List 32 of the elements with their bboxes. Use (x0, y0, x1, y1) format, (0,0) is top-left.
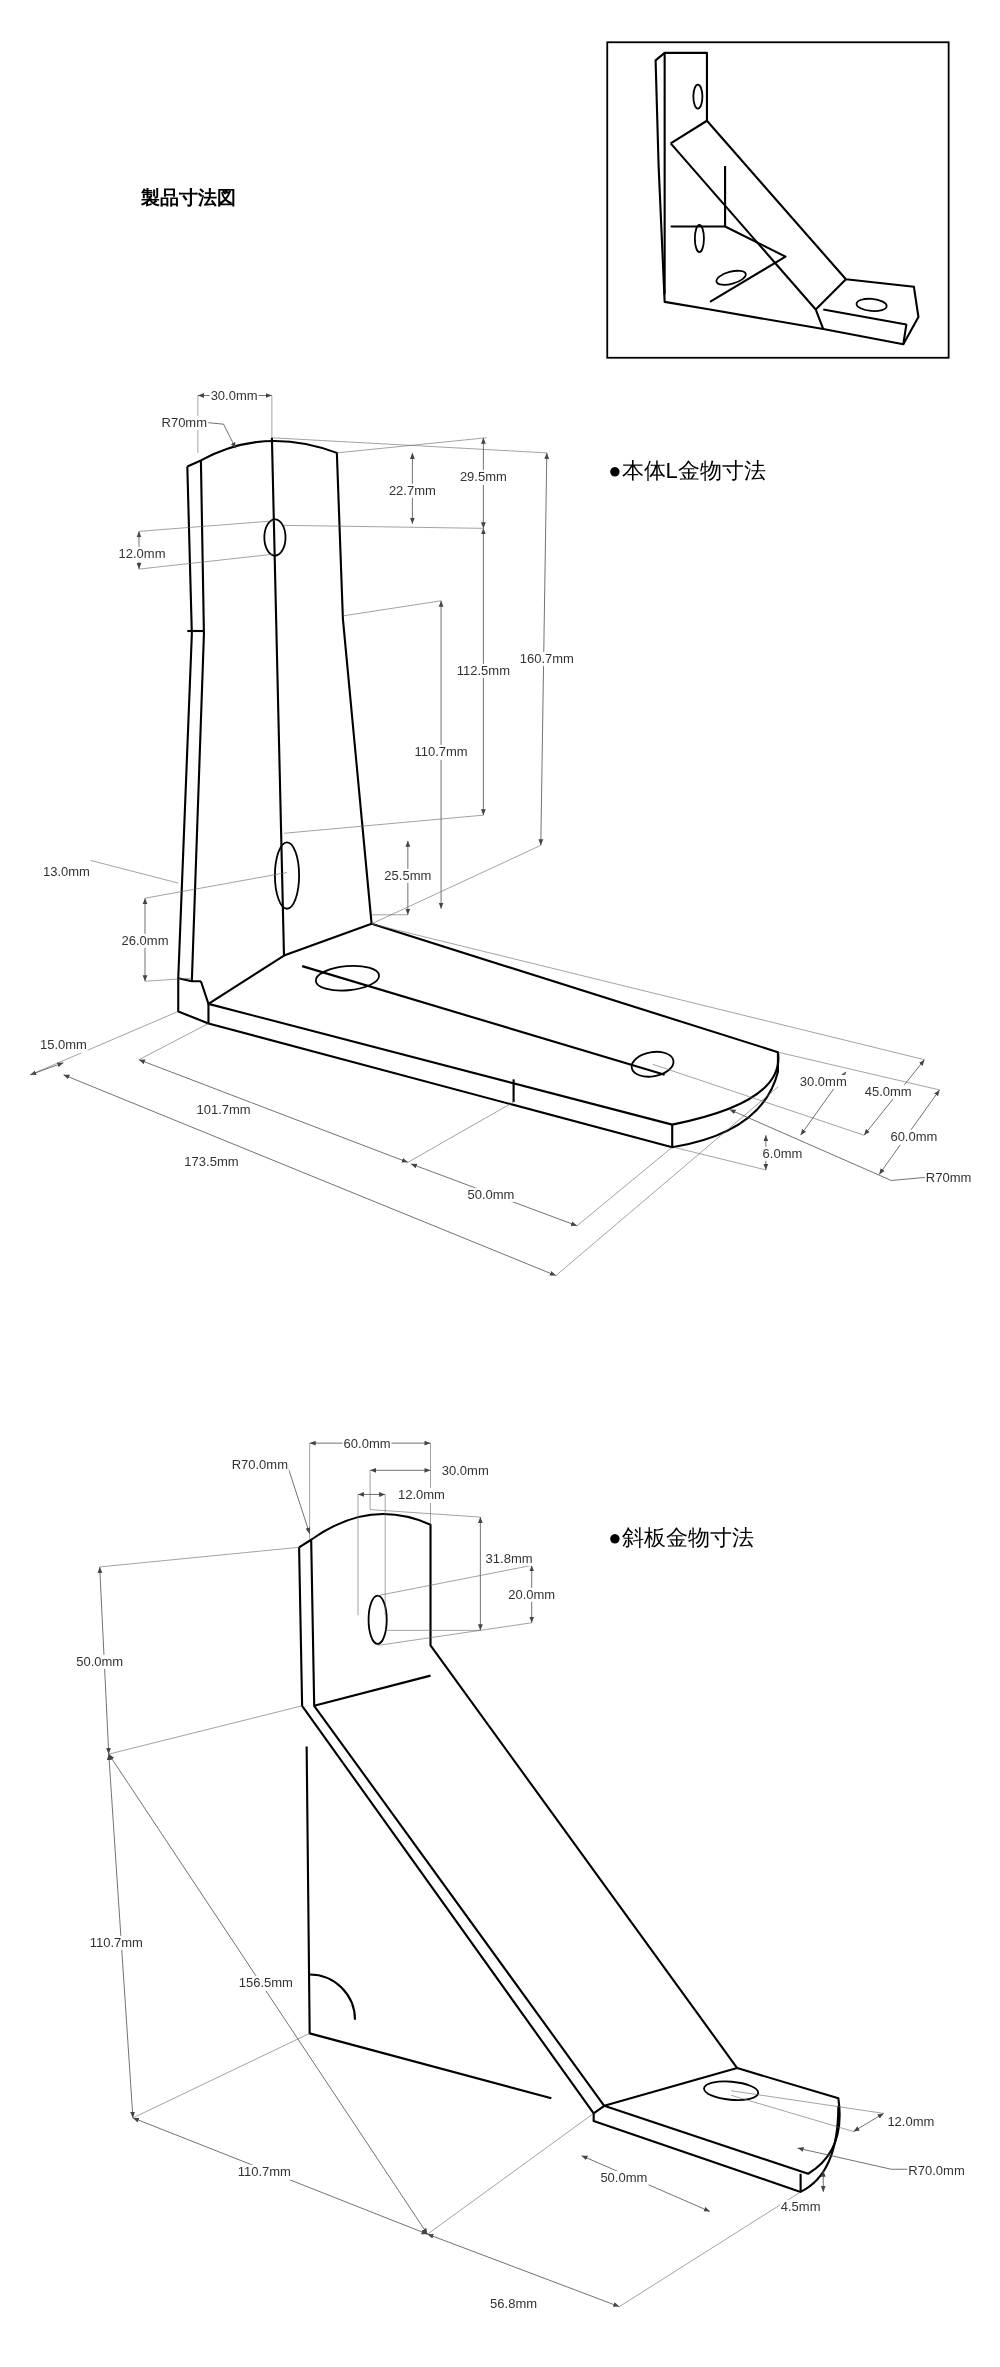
dimension-label: 31.8mm (484, 1551, 534, 1567)
section-heading: ●本体L金物寸法 (607, 459, 767, 484)
dimension-label: 20.0mm (507, 1588, 557, 1603)
dimension-label: 29.5mm (458, 470, 508, 485)
dimension-label: 12.0mm (117, 547, 167, 562)
dimension-label: 110.7mm (88, 1935, 144, 1950)
dimension-label: 110.7mm (236, 2165, 292, 2180)
dimension-label: 13.0mm (41, 864, 91, 879)
dimension-label: 22.7mm (387, 483, 437, 499)
dimension-label: 45.0mm (863, 1085, 913, 1100)
dimension-label: 25.5mm (383, 869, 433, 884)
dimension-label: 112.5mm (455, 663, 511, 678)
dimension-label: 12.0mm (396, 1488, 446, 1503)
dimension-label: 50.0mm (599, 2171, 649, 2186)
dimension-label: 26.0mm (120, 933, 170, 949)
dimension-label: 173.5mm (183, 1154, 240, 1169)
radius-label: R70mm (160, 415, 209, 431)
radius-label: R70.0mm (907, 2163, 966, 2178)
drawing-title: 製品寸法図 (141, 184, 237, 210)
radius-label: R70.0mm (230, 1458, 289, 1473)
dimension-label: 156.5mm (237, 1976, 294, 1991)
dimension-label: 60.0mm (889, 1130, 939, 1145)
dimension-label: 15.0mm (38, 1038, 88, 1053)
dimension-label: 30.0mm (209, 388, 259, 403)
dimension-label: 50.0mm (75, 1654, 125, 1669)
dimension-label: 110.7mm (413, 745, 469, 760)
dimension-label: 30.0mm (798, 1074, 848, 1089)
dimension-label: 50.0mm (466, 1187, 516, 1202)
section-heading: ●斜板金物寸法 (607, 1525, 755, 1550)
dimension-label: 56.8mm (489, 2296, 539, 2311)
dimension-label: 160.7mm (518, 651, 575, 666)
dimension-label: 6.0mm (761, 1146, 804, 1162)
